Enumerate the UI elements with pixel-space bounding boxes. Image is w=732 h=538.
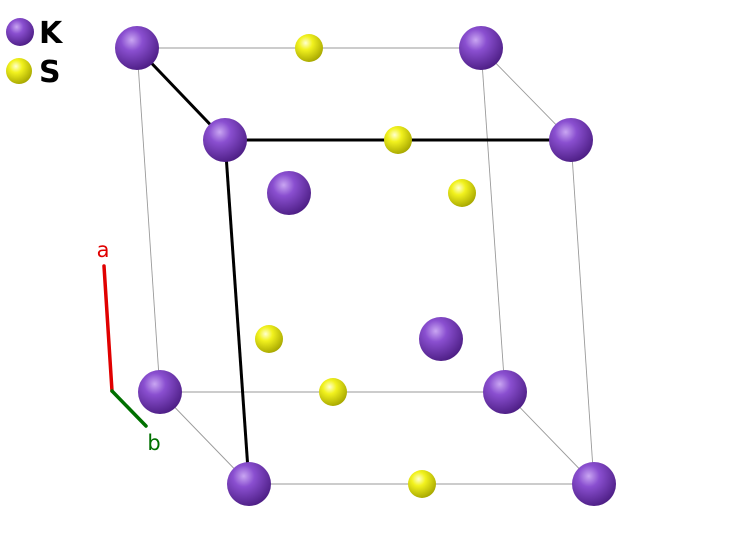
s-atom	[255, 325, 283, 353]
legend-item-s: S	[6, 55, 61, 90]
lattice-vector-edge	[223, 139, 251, 485]
s-atom	[408, 470, 436, 498]
k-atom	[549, 118, 593, 162]
lattice-vector-edges	[135, 46, 571, 485]
axis-a-label: a	[97, 238, 110, 262]
cell-edge	[480, 47, 506, 393]
k-atom	[138, 370, 182, 414]
k-atom	[227, 462, 271, 506]
legend-label-s: S	[39, 55, 61, 90]
cell-edge	[570, 139, 595, 485]
k-atom	[419, 317, 463, 361]
cell-edge	[136, 47, 161, 393]
k-atom	[572, 462, 616, 506]
s-atom	[319, 378, 347, 406]
legend-item-k: K	[6, 16, 64, 51]
k-atom	[483, 370, 527, 414]
atoms	[115, 26, 616, 506]
s-swatch-icon	[6, 58, 32, 84]
k-atom	[115, 26, 159, 70]
unit-cell-edges	[136, 47, 595, 485]
axis-triad: a b	[97, 238, 161, 455]
axis-a-line	[102, 264, 114, 393]
element-legend: K S	[6, 16, 64, 90]
k-atom	[459, 26, 503, 70]
k-atom	[203, 118, 247, 162]
s-atom	[295, 34, 323, 62]
k-atom	[267, 171, 311, 215]
k-swatch-icon	[6, 18, 34, 46]
axis-b-label: b	[147, 431, 160, 455]
s-atom	[448, 179, 476, 207]
legend-label-k: K	[39, 16, 64, 51]
s-atom	[384, 126, 412, 154]
axis-b-line	[110, 389, 148, 428]
